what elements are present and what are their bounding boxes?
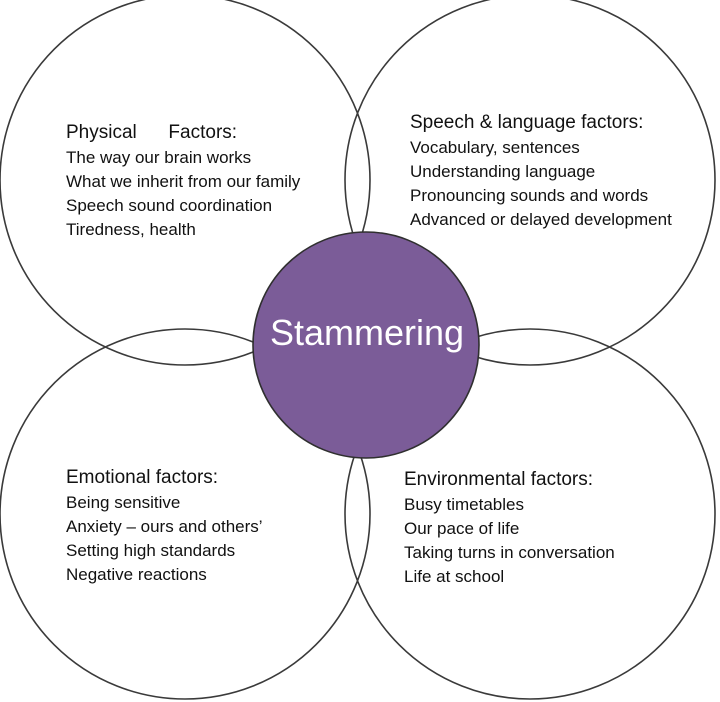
emotional-factor-item: Setting high standards	[66, 541, 236, 560]
environmental-factor-item: Life at school	[404, 567, 505, 586]
environmental-factor-item: Our pace of life	[404, 519, 520, 538]
physical-factors-title: Physical Factors:	[66, 122, 238, 143]
stammering-center-circle	[252, 231, 480, 459]
physical-factor-item: What we inherit from our family	[66, 172, 301, 191]
emotional-factors-title: Emotional factors:	[66, 467, 219, 488]
speech-language-factor-item: Understanding language	[410, 162, 596, 181]
emotional-factor-item: Being sensitive	[66, 493, 181, 512]
emotional-factor-item: Anxiety – ours and others’	[66, 517, 263, 536]
environmental-factor-item: Taking turns in conversation	[404, 543, 615, 562]
emotional-factors-ring	[0, 328, 371, 700]
stammering-label: Stammering	[269, 312, 465, 353]
environmental-factor-item: Busy timetables	[404, 495, 524, 514]
speech-language-factors-group: Speech & language factors: Vocabulary, s…	[410, 110, 672, 232]
physical-factors-ring	[0, 0, 371, 366]
emotional-factors-group: Emotional factors: Being sensitive Anxie…	[66, 465, 263, 587]
emotional-factor-item: Negative reactions	[66, 565, 207, 584]
environmental-factors-group: Environmental factors: Busy timetables O…	[404, 467, 615, 589]
speech-language-factors-title: Speech & language factors:	[410, 112, 644, 133]
environmental-factors-title: Environmental factors:	[404, 469, 594, 490]
physical-factor-item: Tiredness, health	[66, 220, 196, 239]
speech-language-factor-item: Vocabulary, sentences	[410, 138, 580, 157]
physical-factor-item: Speech sound coordination	[66, 196, 273, 215]
speech-language-factor-item: Pronouncing sounds and words	[410, 186, 649, 205]
physical-factor-item: The way our brain works	[66, 148, 252, 167]
environmental-factors-ring	[344, 328, 716, 700]
speech-language-factors-ring	[344, 0, 716, 366]
physical-factors-group: Physical Factors: The way our brain work…	[66, 120, 300, 242]
speech-language-factor-item: Advanced or delayed development	[410, 210, 672, 229]
